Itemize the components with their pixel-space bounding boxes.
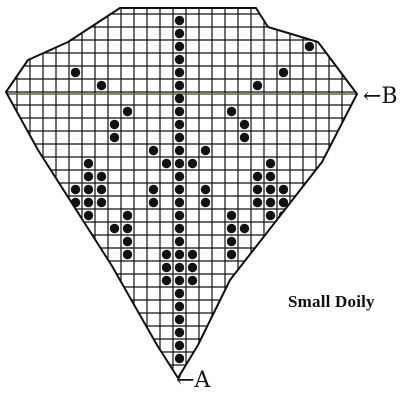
pattern-dot <box>161 158 172 169</box>
pattern-dot <box>174 327 185 338</box>
pattern-dot <box>122 249 133 260</box>
pattern-dot <box>174 288 185 299</box>
pattern-dot <box>265 236 276 247</box>
pattern-dot <box>70 223 81 234</box>
pattern-dot <box>200 145 211 156</box>
pattern-dot <box>226 223 237 234</box>
pattern-dot <box>174 15 185 26</box>
pattern-dot <box>174 340 185 351</box>
pattern-dot <box>109 223 120 234</box>
pattern-dot <box>187 249 198 260</box>
pattern-dot <box>83 171 94 182</box>
pattern-dot <box>239 119 250 130</box>
pattern-dot <box>174 119 185 130</box>
pattern-dot <box>278 67 289 78</box>
pattern-dot <box>304 41 315 52</box>
pattern-dot <box>265 197 276 208</box>
pattern-dot <box>252 197 263 208</box>
marker-b-label: ←B <box>363 84 398 109</box>
pattern-dot <box>239 132 250 143</box>
pattern-dot <box>109 132 120 143</box>
pattern-dot <box>96 197 107 208</box>
pattern-dot <box>252 171 263 182</box>
pattern-dot <box>174 145 185 156</box>
pattern-dot <box>174 67 185 78</box>
doily-outline <box>5 7 358 379</box>
pattern-dot <box>174 249 185 260</box>
pattern-dot <box>278 197 289 208</box>
pattern-dot <box>174 80 185 91</box>
pattern-dot <box>226 106 237 117</box>
pattern-dot <box>122 106 133 117</box>
pattern-dot <box>174 210 185 221</box>
pattern-dot <box>278 184 289 195</box>
pattern-dot <box>174 41 185 52</box>
pattern-dot <box>226 236 237 247</box>
pattern-dot <box>83 236 94 247</box>
pattern-dot <box>174 262 185 273</box>
pattern-dot <box>161 249 172 260</box>
pattern-dot <box>265 171 276 182</box>
pattern-dot <box>83 197 94 208</box>
pattern-dot <box>96 80 107 91</box>
pattern-dot <box>174 301 185 312</box>
pattern-dot <box>161 262 172 273</box>
pattern-dot <box>174 275 185 286</box>
pattern-dot <box>187 262 198 273</box>
pattern-dot <box>174 353 185 364</box>
pattern-dot <box>174 106 185 117</box>
pattern-dot <box>252 184 263 195</box>
pattern-dot <box>226 210 237 221</box>
pattern-dot <box>265 158 276 169</box>
pattern-dot <box>252 80 263 91</box>
pattern-dot <box>122 236 133 247</box>
pattern-dot <box>187 275 198 286</box>
pattern-dot <box>174 223 185 234</box>
pattern-dot <box>278 223 289 234</box>
pattern-dot <box>96 171 107 182</box>
pattern-dot <box>265 210 276 221</box>
pattern-dot <box>174 171 185 182</box>
pattern-dot <box>174 158 185 169</box>
pattern-dot <box>174 93 185 104</box>
pattern-dot <box>96 184 107 195</box>
pattern-dot <box>148 145 159 156</box>
diagram-title: Small Doily <box>288 292 375 311</box>
pattern-dot <box>174 236 185 247</box>
pattern-dot <box>226 249 237 260</box>
pattern-dot <box>70 67 81 78</box>
pattern-dot <box>174 184 185 195</box>
pattern-dot <box>187 158 198 169</box>
pattern-dot <box>70 184 81 195</box>
pattern-dot <box>148 184 159 195</box>
pattern-dot <box>83 184 94 195</box>
pattern-dot <box>174 28 185 39</box>
pattern-dot <box>200 184 211 195</box>
pattern-dot <box>70 197 81 208</box>
pattern-dot <box>83 158 94 169</box>
pattern-dot <box>109 119 120 130</box>
pattern-dot <box>122 210 133 221</box>
marker-a-label: ←A <box>176 368 211 393</box>
pattern-dot <box>161 275 172 286</box>
pattern-dot <box>239 223 250 234</box>
pattern-dot <box>83 210 94 221</box>
pattern-dot <box>122 223 133 234</box>
pattern-dot <box>174 54 185 65</box>
pattern-dot <box>148 197 159 208</box>
pattern-dot <box>265 184 276 195</box>
pattern-dot <box>174 132 185 143</box>
pattern-dot <box>200 197 211 208</box>
pattern-dots <box>44 15 315 364</box>
pattern-dot <box>174 197 185 208</box>
pattern-dot <box>174 314 185 325</box>
